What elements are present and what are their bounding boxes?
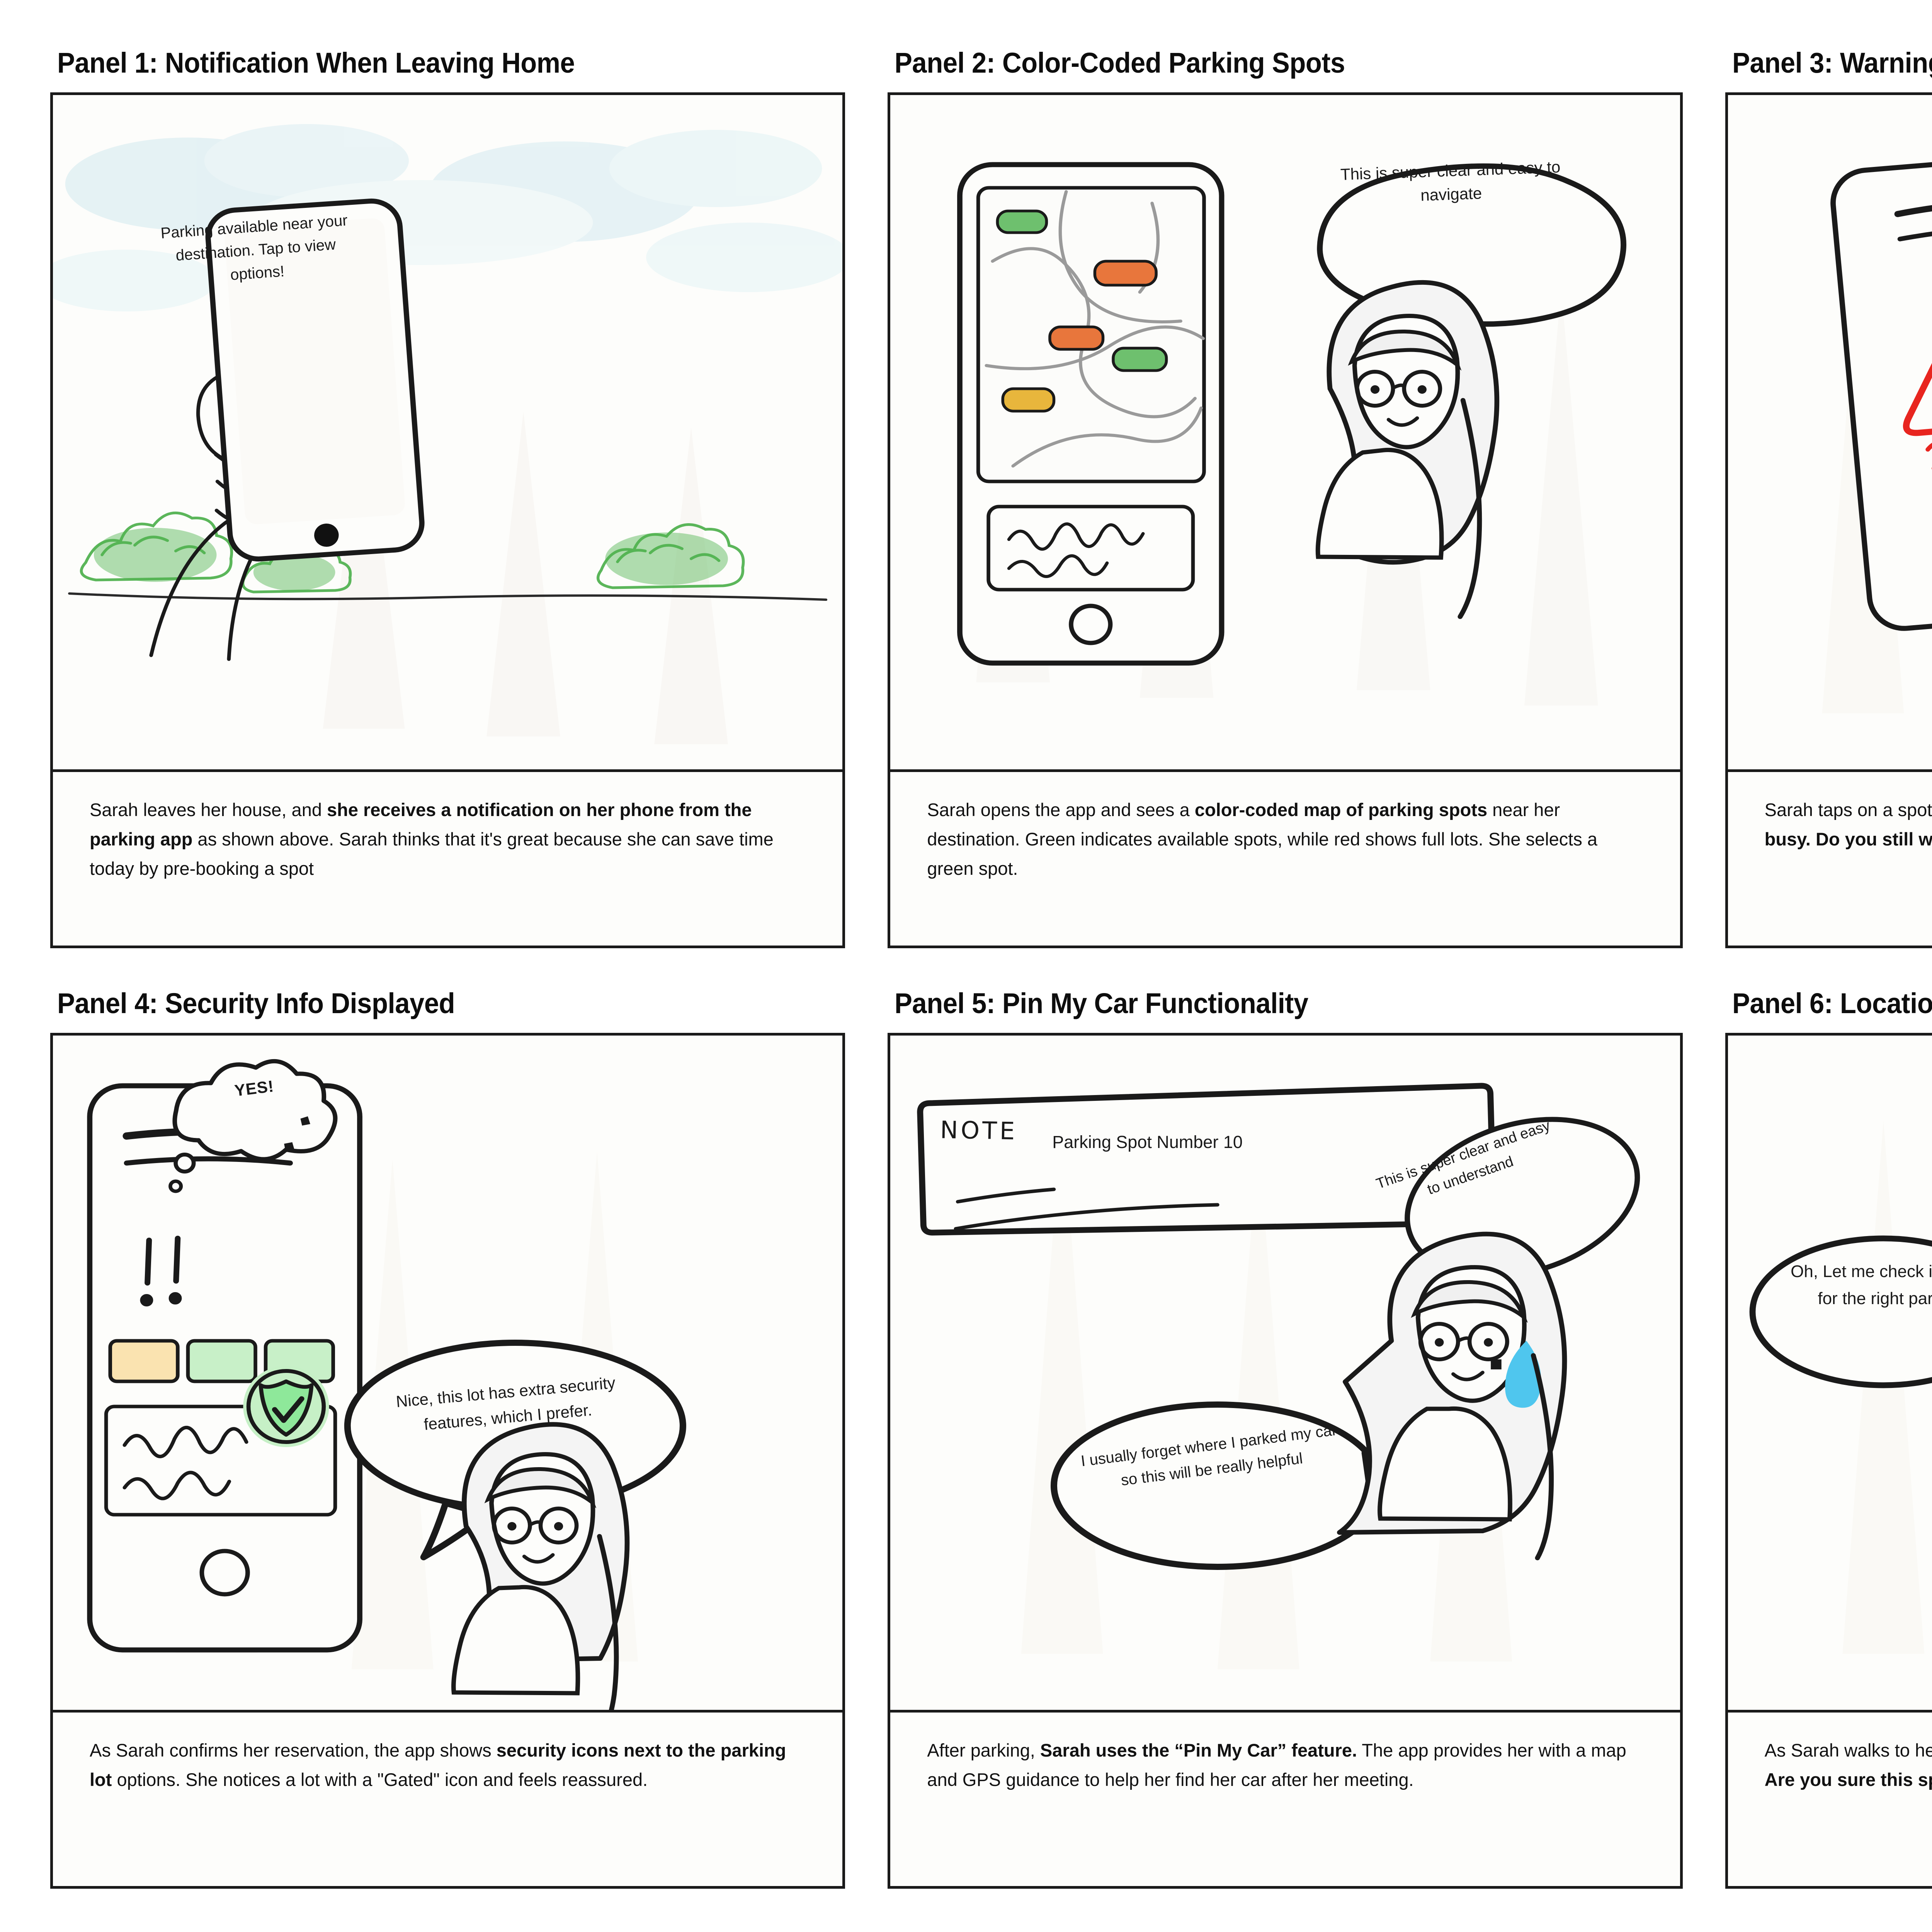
caption-pre: As Sarah confirms her reservation, the a…: [90, 1740, 497, 1760]
note-spot-number: Parking Spot Number 10: [1052, 1132, 1243, 1152]
panel-1-caption: Sarah leaves her house, and she receives…: [53, 772, 842, 946]
speech-bubble-text-panel2: This is super clear and easy to navigate: [1328, 155, 1574, 211]
caption-bold: she receives a notification on her phone…: [90, 799, 752, 850]
panel-6: Panel 6: Location Confirmation Before Pa…: [1725, 987, 1932, 1889]
panel-4-divider: [53, 1710, 843, 1713]
caption-bold: Sarah uses the “Pin My Car” feature.: [1040, 1740, 1357, 1760]
panel-3-divider: [1728, 769, 1932, 772]
panel-3-caption: Sarah taps on a spot to pre-book, and th…: [1728, 772, 1932, 946]
panel-6-artwork: Oh, Let me check if I'm booking for the …: [1728, 1036, 1932, 1710]
panel-6-frame: Oh, Let me check if I'm booking for the …: [1725, 1033, 1932, 1889]
panel-2-artwork: This is super clear and easy to navigate: [890, 95, 1680, 769]
panel-5-divider: [890, 1710, 1680, 1713]
caption-post: options. She notices a lot with a "Gated…: [112, 1769, 648, 1790]
panel-2-title: Panel 2: Color-Coded Parking Spots: [895, 47, 1345, 79]
panel-1-divider: [53, 769, 843, 772]
panel-1-title: Panel 1: Notification When Leaving Home: [57, 47, 575, 79]
panel-2-caption: Sarah opens the app and sees a color-cod…: [890, 772, 1680, 946]
panel-5-artwork: NOTE Parking Spot Number 10 This is supe…: [890, 1036, 1680, 1710]
panel-5-caption: After parking, Sarah uses the “Pin My Ca…: [890, 1713, 1680, 1886]
panel-6-title: Panel 6: Location Confirmation Before Pa…: [1732, 987, 1932, 1019]
caption-bold: “You are pre-booking a parking spot. Are…: [1764, 1769, 1932, 1790]
panel-2-frame: This is super clear and easy to navigate…: [888, 92, 1683, 948]
caption-bold: security icons next to the parking lot: [90, 1740, 786, 1790]
panel-4: Panel 4: Security Info Displayed: [50, 987, 845, 1889]
panel-4-frame: YES! Nice, this lot has extra security f…: [50, 1033, 845, 1889]
note-body-text: Parking Spot Number 10: [1052, 1132, 1243, 1152]
panel-1-frame: Parking available near your destination.…: [50, 92, 845, 948]
caption-pre: Sarah taps on a spot to pre-book, and th…: [1764, 799, 1932, 820]
panel-3: Panel 3: Warning for Busy Hour: [1725, 46, 1932, 948]
panel-2: Panel 2: Color-Coded Parking Spots: [888, 46, 1683, 948]
note-label: NOTE: [940, 1116, 1017, 1145]
caption-bold: sends a warning: “This area may be busy.…: [1764, 829, 1932, 850]
panel-4-artwork: YES! Nice, this lot has extra security f…: [53, 1036, 843, 1710]
panel-2-divider: [890, 769, 1680, 772]
caption-pre: As Sarah walks to her car, the app promp…: [1764, 1740, 1932, 1760]
notification-message: Parking available near your destination.…: [160, 211, 349, 284]
panel-3-title: Panel 3: Warning for Busy Hour: [1732, 47, 1932, 79]
note-label-text: NOTE: [940, 1116, 1018, 1146]
panel-5: Panel 5: Pin My Car Functionality: [888, 987, 1683, 1889]
panel-1-artwork: Parking available near your destination.…: [53, 95, 843, 769]
speech-text: Oh, Let me check if I'm booking for the …: [1791, 1262, 1932, 1308]
panel-3-artwork: I'll take the chance and pre-book now.: [1728, 95, 1932, 769]
panel-1: Panel 1: Notification When Leaving Home: [50, 46, 845, 948]
caption-post: near her destination. Green indicates av…: [927, 799, 1598, 879]
panel-4-title: Panel 4: Security Info Displayed: [57, 987, 455, 1019]
speech-bubble-text-panel6: Oh, Let me check if I'm booking for the …: [1787, 1258, 1932, 1313]
panel-6-divider: [1728, 1710, 1932, 1713]
panel-5-frame: NOTE Parking Spot Number 10 This is supe…: [888, 1033, 1683, 1889]
speech-text: This is super clear and easy to navigate: [1340, 157, 1561, 204]
phone-notification-text: Parking available near your destination.…: [147, 208, 365, 292]
panel-5-title: Panel 5: Pin My Car Functionality: [895, 987, 1309, 1019]
panel-4-caption: As Sarah confirms her reservation, the a…: [53, 1713, 842, 1886]
caption-post: as shown above. Sarah thinks that it's g…: [90, 829, 774, 879]
caption-pre: After parking,: [927, 1740, 1040, 1760]
caption-pre: Sarah opens the app and sees a: [927, 799, 1195, 820]
panel-3-frame: I'll take the chance and pre-book now. S…: [1725, 92, 1932, 948]
panel-6-caption: As Sarah walks to her car, the app promp…: [1728, 1713, 1932, 1886]
caption-bold: color-coded map of parking spots: [1194, 799, 1488, 820]
caption-post: The app provides her with a map and GPS …: [927, 1740, 1626, 1790]
caption-pre: Sarah leaves her house, and: [90, 799, 327, 820]
